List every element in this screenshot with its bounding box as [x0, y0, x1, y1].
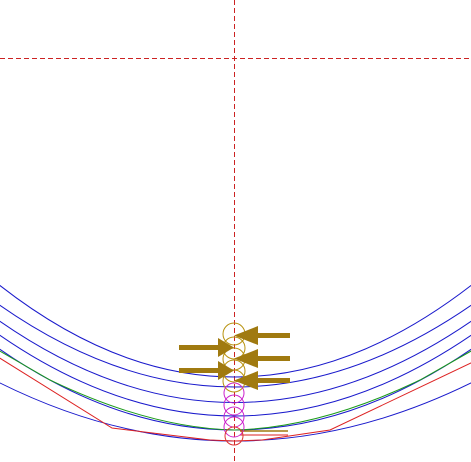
arrow-left-pointing-3: [234, 371, 290, 390]
arrow-right-pointing-1: [179, 338, 234, 357]
green-curve: [0, 350, 471, 431]
arc-2: [0, 304, 471, 388]
lower-circle-2: [223, 394, 245, 416]
arrow-right-pointing-2: [179, 361, 234, 380]
arc-4: [0, 334, 471, 417]
arrow-left-pointing-1: [234, 326, 290, 345]
lower-circle-1: [223, 382, 245, 404]
arrow-left-pointing-2: [234, 349, 290, 368]
bottom-circle: [224, 426, 244, 446]
arrow-group: [179, 326, 290, 390]
arc-group: [0, 284, 471, 442]
lower-circle-4: [223, 416, 245, 438]
arc-1: [0, 284, 471, 378]
red-curve: [0, 357, 471, 442]
